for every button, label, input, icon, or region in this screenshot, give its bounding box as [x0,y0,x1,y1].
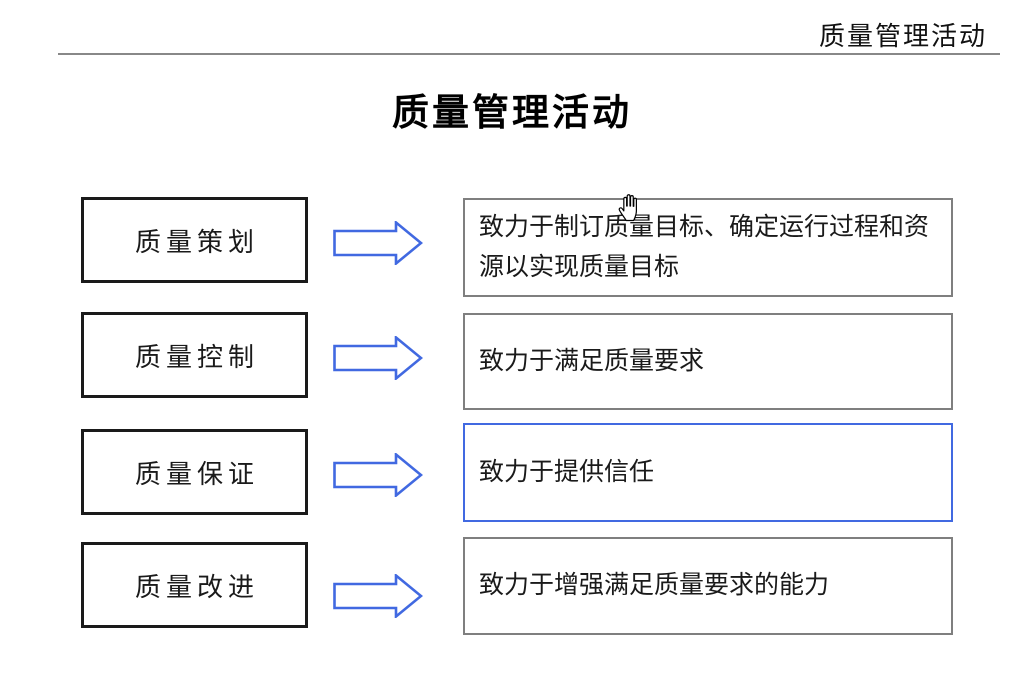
term-box-quality-planning: 质量策划 [81,197,308,283]
right-arrow-icon [333,453,423,497]
definition-text: 致力于提供信任 [479,458,655,486]
definition-box-quality-planning: 致力于制订质量目标、确定运行过程和资源以实现质量目标 [463,198,953,297]
hand-cursor-icon [618,194,637,222]
term-label: 质量保证 [134,459,259,489]
page-title: 质量管理活动 [392,92,632,133]
definition-text: 致力于满足质量要求 [479,347,705,375]
term-box-quality-control: 质量控制 [81,312,308,398]
header-rule [58,53,1000,55]
term-label: 质量控制 [134,342,259,372]
term-box-quality-improvement: 质量改进 [81,542,308,628]
definition-box-quality-improvement: 致力于增强满足质量要求的能力 [463,537,953,635]
definition-text: 致力于制订质量目标、确定运行过程和资源以实现质量目标 [479,213,930,281]
term-box-quality-assurance: 质量保证 [81,429,308,515]
term-label: 质量策划 [134,227,259,257]
definition-box-quality-control: 致力于满足质量要求 [463,313,953,410]
definition-box-quality-assurance: 致力于提供信任 [463,423,953,522]
right-arrow-icon [333,574,423,618]
term-label: 质量改进 [134,572,259,602]
right-arrow-icon [333,221,423,265]
header-label: 质量管理活动 [818,22,987,51]
definition-text: 致力于增强满足质量要求的能力 [479,572,830,599]
right-arrow-icon [333,336,423,380]
